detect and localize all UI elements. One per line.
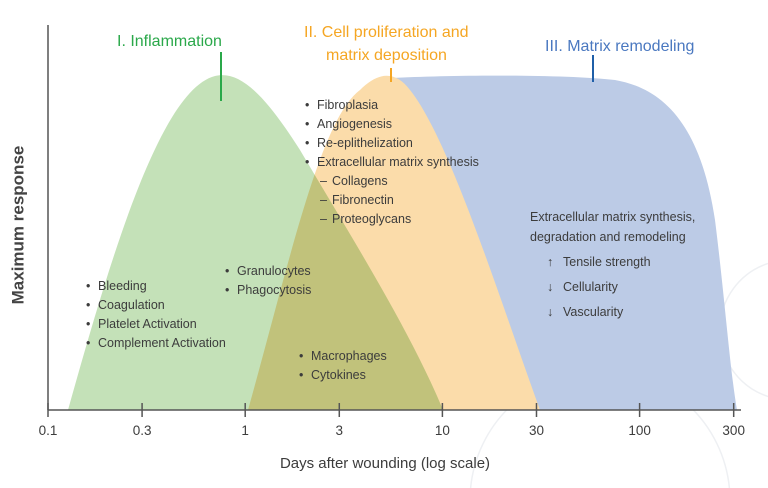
remodeling-effects-list: ↑Tensile strength ↓Cellularity ↓Vascular… [547,250,651,325]
list-item: •Fibroplasia [305,98,379,112]
list-item: •Angiogenesis [305,117,393,131]
proliferation-title-line2: matrix deposition [326,47,447,64]
remodeling-title: III. Matrix remodeling [545,38,695,55]
sub-list-item: –Fibronectin [320,193,394,207]
sub-list-item: –Proteoglycans [320,212,412,226]
macrophages-list: •Macrophages •Cytokines [299,347,387,385]
list-item: ↓Cellularity [547,275,651,300]
proliferation-list: •Fibroplasia •Angiogenesis •Re-eplitheli… [305,96,479,229]
sub-list-item: –Collagens [320,174,388,188]
inflammation-title: I. Inflammation [117,33,222,50]
list-item: ↓Vascularity [547,300,651,325]
y-axis-label: Maximum response [8,145,28,305]
x-tick-label: 1 [241,423,249,438]
list-item: •Extracellular matrix synthesis [305,155,479,169]
list-item: •Macrophages [299,349,387,363]
x-tick-label: 0.3 [132,423,152,438]
list-item: •Coagulation [86,298,165,312]
x-tick-label: 10 [434,423,450,438]
inflammation-area [68,75,443,411]
hemostasis-list: •Bleeding •Coagulation •Platelet Activat… [86,277,226,353]
arrow-up-icon: ↑ [547,255,554,269]
x-tick-label: 0.1 [38,423,58,438]
x-tick-label: 3 [335,423,344,438]
list-item: •Bleeding [86,279,147,293]
list-item: •Phagocytosis [225,283,312,297]
remodeling-description-line1: Extracellular matrix synthesis, [530,210,696,224]
proliferation-title-line1: II. Cell proliferation and [304,24,469,41]
remodeling-description-line2: degradation and remodeling [530,230,686,244]
cells-list: •Granulocytes •Phagocytosis [225,262,311,300]
list-item: •Platelet Activation [86,317,197,331]
list-item: ↑Tensile strength [547,250,651,275]
x-tick-label: 100 [628,423,651,438]
list-item: •Complement Activation [86,336,226,350]
x-axis-label: Days after wounding (log scale) [279,455,491,472]
x-tick-label: 30 [528,423,544,438]
arrow-down-icon: ↓ [547,280,554,294]
list-item: •Cytokines [299,368,366,382]
list-item: •Granulocytes [225,264,311,278]
arrow-down-icon: ↓ [547,305,554,319]
x-tick-label: 300 [722,423,745,438]
list-item: •Re-eplithelization [305,136,413,150]
